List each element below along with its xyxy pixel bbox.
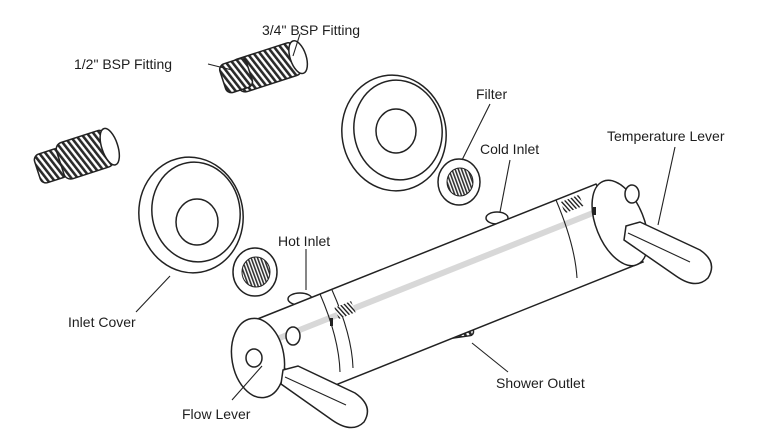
mixer-bar-body <box>230 179 649 399</box>
label-temperature-lever: Temperature Lever <box>607 128 725 144</box>
label-fitting-half: 1/2" BSP Fitting <box>74 56 172 72</box>
fitting-1-2-bsp <box>218 57 254 94</box>
label-shower-outlet: Shower Outlet <box>496 375 585 391</box>
leader-lines <box>135 33 676 401</box>
inlet-cover-hot <box>138 156 244 274</box>
label-inlet-cover: Inlet Cover <box>68 314 136 330</box>
inlet-cover-cold <box>341 74 447 192</box>
filter-cold <box>437 158 481 206</box>
label-filter: Filter <box>476 86 507 102</box>
temperature-lever <box>623 221 713 285</box>
flow-lever <box>280 365 369 429</box>
label-fitting-three-quarter: 3/4" BSP Fitting <box>262 22 360 38</box>
label-flow-lever: Flow Lever <box>182 406 251 422</box>
filter-hot <box>232 247 278 297</box>
label-cold-inlet: Cold Inlet <box>480 141 539 157</box>
label-hot-inlet: Hot Inlet <box>278 233 330 249</box>
fitting-loose <box>33 127 121 184</box>
